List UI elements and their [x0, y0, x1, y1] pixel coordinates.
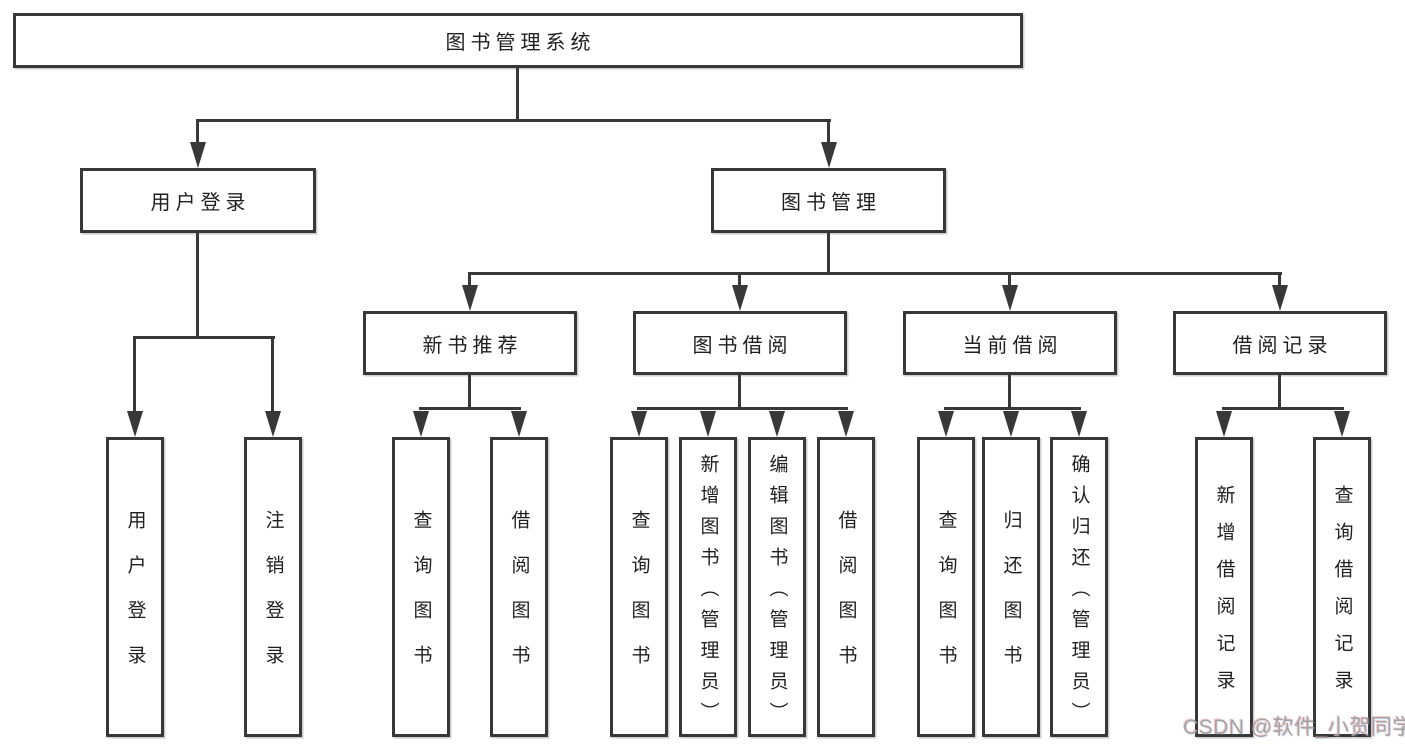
- node-borrow-records-label: 借阅记录: [1232, 334, 1333, 357]
- leaf-borrow-add-book-admin: 新增图书（管理员）: [679, 437, 737, 737]
- arrow-to-borrow-borrow: [838, 411, 854, 437]
- arrow-to-borrow-edit: [769, 411, 785, 437]
- leaf-current-confirm-return-admin-label: 确认归还（管理员）: [1068, 453, 1090, 733]
- connector-root-stem: [516, 67, 519, 121]
- leaf-logout: 注销登录: [244, 437, 302, 737]
- node-book-mgmt-label: 图书管理: [781, 192, 881, 214]
- arrow-to-borrow-records: [1272, 285, 1288, 311]
- node-book-mgmt: 图书管理: [711, 168, 946, 233]
- connector-current-borrow-rail: [944, 407, 1081, 410]
- node-user-login: 用户登录: [80, 168, 316, 233]
- leaf-current-return-book: 归还图书: [982, 437, 1040, 737]
- arrow-to-borrow-query: [631, 411, 647, 437]
- arrow-to-records-add: [1216, 411, 1232, 437]
- arrow-to-newbooks-borrow: [511, 411, 527, 437]
- leaf-newbooks-query-book: 查询图书: [392, 437, 450, 737]
- connector-user-login-drop: [196, 119, 199, 145]
- connector-new-books-drop: [468, 272, 471, 288]
- connector-level2-rail: [196, 119, 831, 122]
- node-new-books: 新书推荐: [363, 311, 577, 375]
- leaf-borrow-query-book-label: 查询图书: [628, 510, 650, 690]
- leaf-user-login: 用户登录: [106, 437, 164, 737]
- connector-user-login-rail: [133, 336, 275, 339]
- arrow-to-current-return: [1003, 411, 1019, 437]
- arrow-to-new-books: [462, 285, 478, 311]
- leaf-logout-label: 注销登录: [262, 510, 284, 690]
- arrow-to-records-query: [1334, 411, 1350, 437]
- connector-current-borrow-drop: [1008, 272, 1011, 288]
- leaf-current-confirm-return-admin: 确认归还（管理员）: [1050, 437, 1108, 737]
- leaf-borrow-add-book-admin-label: 新增图书（管理员）: [697, 453, 719, 733]
- leaf-user-login-label: 用户登录: [124, 510, 146, 690]
- node-current-borrow-label: 当前借阅: [962, 334, 1063, 357]
- leaf-borrow-query-book: 查询图书: [610, 437, 668, 737]
- leaf-current-query-book: 查询图书: [917, 437, 975, 737]
- leaf-newbooks-borrow-book-label: 借阅图书: [508, 510, 530, 690]
- node-current-borrow: 当前借阅: [903, 311, 1117, 375]
- arrow-to-user-login: [190, 142, 206, 168]
- leaf-borrow-borrow-book: 借阅图书: [817, 437, 875, 737]
- arrow-to-leaf-login: [127, 411, 143, 437]
- leaf-records-add-record-label: 新增借阅记录: [1213, 485, 1235, 707]
- connector-book-borrow-stem: [738, 375, 741, 409]
- arrow-to-borrow-add: [700, 411, 716, 437]
- connector-level3-rail: [468, 272, 1282, 275]
- node-library-system-label: 图书管理系统: [445, 32, 596, 54]
- connector-borrow-records-drop: [1278, 272, 1281, 288]
- leaf-newbooks-borrow-book: 借阅图书: [490, 437, 548, 737]
- leaf-current-query-book-label: 查询图书: [935, 510, 957, 690]
- arrow-to-leaf-logout: [265, 411, 281, 437]
- arrow-to-current-confirm: [1071, 411, 1087, 437]
- arrow-to-newbooks-query: [413, 411, 429, 437]
- connector-book-borrow-rail: [637, 407, 848, 410]
- node-book-borrow-label: 图书借阅: [692, 334, 793, 357]
- leaf-current-return-book-label: 归还图书: [1000, 510, 1022, 690]
- node-book-borrow: 图书借阅: [633, 311, 847, 375]
- connector-book-mgmt-stem: [827, 233, 830, 275]
- csdn-watermark: CSDN @软件_小贺同学: [1183, 716, 1405, 739]
- arrow-to-current-borrow: [1002, 285, 1018, 311]
- connector-book-mgmt-drop: [827, 119, 830, 145]
- connector-leaf-login-drop: [133, 336, 136, 413]
- leaf-records-add-record: 新增借阅记录: [1195, 437, 1253, 737]
- connector-leaf-logout-drop: [271, 336, 274, 413]
- leaf-borrow-borrow-book-label: 借阅图书: [835, 510, 857, 690]
- leaf-borrow-edit-book-admin: 编辑图书（管理员）: [748, 437, 806, 737]
- node-new-books-label: 新书推荐: [422, 334, 523, 357]
- connector-book-borrow-drop: [738, 272, 741, 288]
- connector-user-login-stem: [196, 233, 199, 339]
- leaf-records-query-record: 查询借阅记录: [1313, 437, 1371, 737]
- arrow-to-book-borrow: [732, 285, 748, 311]
- connector-borrow-records-stem: [1278, 375, 1281, 409]
- leaf-records-query-record-label: 查询借阅记录: [1331, 485, 1353, 707]
- node-library-system: 图书管理系统: [13, 13, 1023, 68]
- arrow-to-current-query: [938, 411, 954, 437]
- connector-new-books-rail: [419, 407, 521, 410]
- leaf-borrow-edit-book-admin-label: 编辑图书（管理员）: [766, 453, 788, 733]
- arrow-to-book-mgmt: [821, 142, 837, 168]
- leaf-newbooks-query-book-label: 查询图书: [410, 510, 432, 690]
- node-user-login-label: 用户登录: [150, 192, 251, 214]
- connector-new-books-stem: [468, 375, 471, 409]
- connector-borrow-records-rail: [1222, 407, 1344, 410]
- node-borrow-records: 借阅记录: [1173, 311, 1387, 375]
- connector-current-borrow-stem: [1008, 375, 1011, 409]
